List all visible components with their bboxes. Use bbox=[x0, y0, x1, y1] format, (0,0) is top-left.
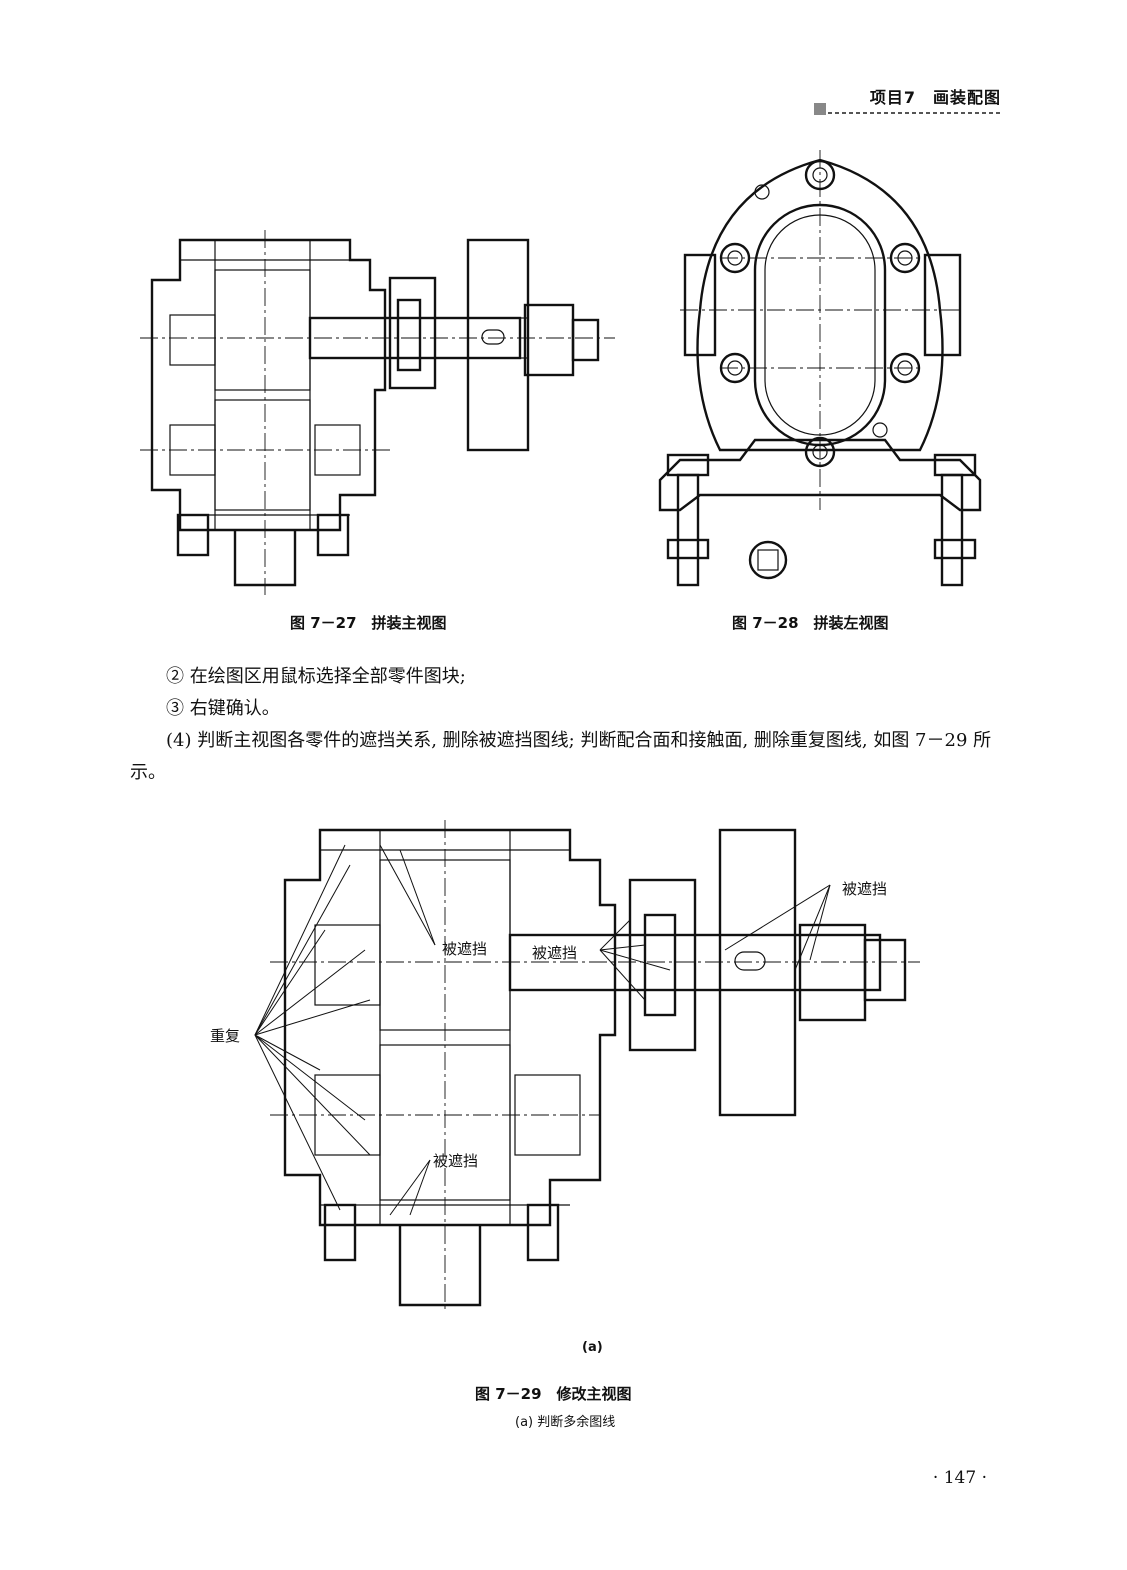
label-hidden-3: 被遮挡 bbox=[842, 880, 888, 898]
figure-7-29-caption: 图 7－29 修改主视图 bbox=[475, 1385, 632, 1403]
header-rule bbox=[814, 103, 1001, 115]
figure-7-27-caption: 图 7－27 拼装主视图 bbox=[290, 614, 447, 632]
body-text: ② 在绘图区用鼠标选择全部零件图块; ③ 右键确认。 (4) 判断主视图各零件的… bbox=[130, 661, 1000, 789]
label-hidden-2: 被遮挡 bbox=[532, 944, 578, 962]
figure-7-29-drawing bbox=[254, 820, 920, 1310]
step-4-text: (4) 判断主视图各零件的遮挡关系, 删除被遮挡图线; 判断配合面和接触面, 删… bbox=[130, 730, 992, 783]
figure-7-28-drawing bbox=[658, 150, 982, 587]
figure-7-28-caption: 图 7－28 拼装左视图 bbox=[732, 614, 889, 632]
label-hidden-1: 被遮挡 bbox=[442, 940, 488, 958]
step-3-text: ③ 右键确认。 bbox=[166, 698, 280, 719]
page-number: · 147 · bbox=[932, 1468, 987, 1488]
figure-7-29-subcaption: (a) 判断多余图线 bbox=[515, 1415, 616, 1430]
label-hidden-4: 被遮挡 bbox=[433, 1152, 479, 1170]
step-2-text: ② 在绘图区用鼠标选择全部零件图块; bbox=[166, 666, 466, 687]
running-header: 项目7 画装配图 bbox=[869, 88, 1001, 107]
label-repeat: 重复 bbox=[210, 1027, 241, 1045]
figure-7-29-subfig-label: (a) bbox=[582, 1340, 603, 1355]
figure-7-27-drawing bbox=[140, 230, 615, 595]
